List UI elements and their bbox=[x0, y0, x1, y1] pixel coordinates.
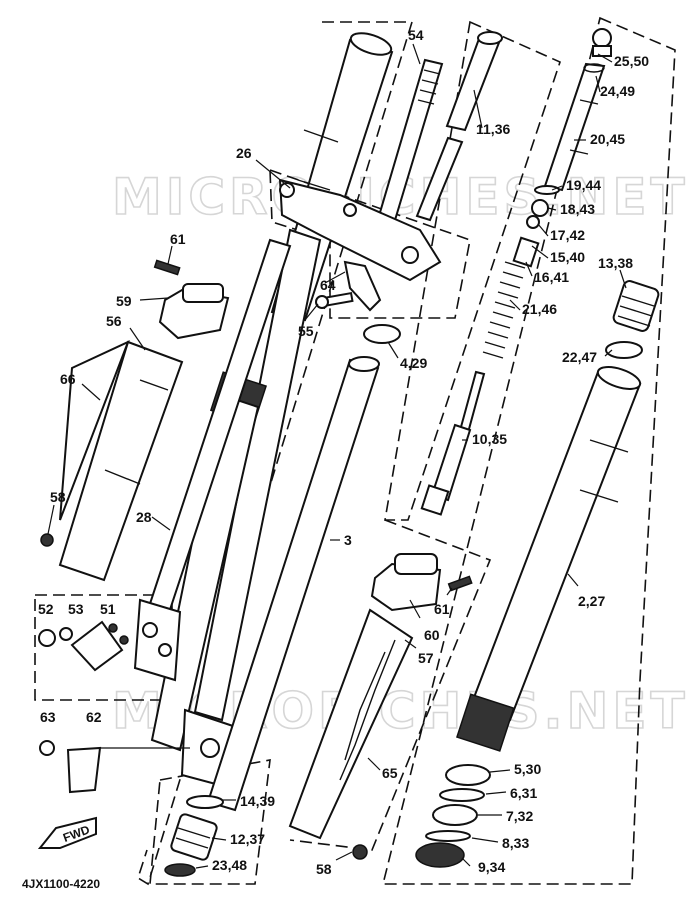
bolt-61-right bbox=[447, 575, 473, 592]
screw-58-bottom bbox=[352, 844, 368, 860]
label-52: 52 bbox=[38, 601, 54, 617]
nut-18-43 bbox=[531, 199, 549, 217]
fork-guard-57-65 bbox=[288, 608, 414, 840]
label-51: 51 bbox=[100, 601, 116, 617]
label-2-27: 2,27 bbox=[578, 593, 605, 609]
label-20-45: 20,45 bbox=[590, 131, 625, 147]
label-17-42: 17,42 bbox=[550, 227, 585, 243]
caliper-parts-52-53-51 bbox=[38, 620, 129, 672]
label-58-bottom: 58 bbox=[316, 861, 332, 877]
label-16-41: 16,41 bbox=[534, 269, 569, 285]
label-21-46: 21,46 bbox=[522, 301, 557, 317]
cartridge-tube-11-36 bbox=[415, 31, 503, 222]
label-65: 65 bbox=[382, 765, 398, 781]
drawing-code: 4JX1100-4220 bbox=[22, 877, 100, 891]
label-25-50: 25,50 bbox=[614, 53, 649, 69]
ring-14-39 bbox=[186, 795, 224, 809]
label-57: 57 bbox=[418, 650, 434, 666]
rod-24-49-20-45 bbox=[543, 62, 606, 192]
inner-tube-3 bbox=[206, 356, 380, 812]
label-12-37: 12,37 bbox=[230, 831, 265, 847]
label-4-29: 4,29 bbox=[400, 355, 427, 371]
label-66: 66 bbox=[60, 371, 76, 387]
label-19-44: 19,44 bbox=[566, 177, 601, 193]
label-15-40: 15,40 bbox=[550, 249, 585, 265]
cap-bolt-25-50 bbox=[592, 28, 612, 57]
label-13-38: 13,38 bbox=[598, 255, 633, 271]
label-61-right: 61 bbox=[434, 601, 450, 617]
label-9-34: 9,34 bbox=[478, 859, 505, 875]
label-54: 54 bbox=[408, 27, 424, 43]
top-cap-13-38 bbox=[612, 280, 660, 332]
bushing-7-32 bbox=[432, 804, 478, 826]
spring-12-37 bbox=[170, 813, 218, 861]
label-10-35: 10,35 bbox=[472, 431, 507, 447]
screw-58-left bbox=[40, 533, 54, 547]
washer-4-29 bbox=[363, 324, 401, 344]
washer-17-42 bbox=[526, 215, 540, 229]
fork-guard-56-66 bbox=[58, 340, 184, 582]
cartridge-boundary bbox=[384, 20, 561, 521]
fwd-arrow: FWD bbox=[37, 816, 97, 849]
label-28: 28 bbox=[136, 509, 152, 525]
label-58-left: 58 bbox=[50, 489, 66, 505]
label-62: 62 bbox=[86, 709, 102, 725]
bracket-62 bbox=[66, 746, 102, 794]
label-59: 59 bbox=[116, 293, 132, 309]
label-24-49: 24,49 bbox=[600, 83, 635, 99]
under-bracket-26 bbox=[278, 178, 442, 282]
label-5-30: 5,30 bbox=[514, 761, 541, 777]
label-8-33: 8,33 bbox=[502, 835, 529, 851]
label-53: 53 bbox=[68, 601, 84, 617]
leader-lines bbox=[47, 43, 627, 869]
right-fork-boundary bbox=[381, 16, 676, 885]
right-fork-leg-2-27 bbox=[456, 366, 642, 752]
label-23-48: 23,48 bbox=[212, 857, 247, 873]
seal-5-30 bbox=[445, 764, 491, 786]
ring-6-31 bbox=[439, 788, 485, 802]
label-63: 63 bbox=[40, 709, 56, 725]
part-labels: 54 26 11,36 25,50 24,49 20,45 19,44 18,4… bbox=[38, 27, 649, 877]
spring-21-46 bbox=[482, 261, 526, 359]
bolt-63 bbox=[39, 740, 55, 756]
bolt-61-left bbox=[153, 259, 181, 276]
clamp-60 bbox=[370, 553, 442, 612]
label-55: 55 bbox=[298, 323, 314, 339]
label-60: 60 bbox=[424, 627, 440, 643]
label-22-47: 22,47 bbox=[562, 349, 597, 365]
cartridge-rod-10-35 bbox=[420, 370, 486, 516]
left-fork-leg bbox=[150, 32, 394, 792]
label-18-43: 18,43 bbox=[560, 201, 595, 217]
clamp-59 bbox=[158, 283, 230, 340]
washer-8-33 bbox=[425, 830, 471, 842]
label-64: 64 bbox=[320, 277, 336, 293]
label-26: 26 bbox=[236, 145, 252, 161]
left-fork-boundary bbox=[137, 21, 414, 886]
clamp-boundary bbox=[269, 168, 471, 319]
cap-9-34 bbox=[415, 842, 465, 868]
label-14-39: 14,39 bbox=[240, 793, 275, 809]
left-inner-tube bbox=[133, 238, 292, 682]
bracket-64 bbox=[315, 260, 382, 312]
label-61-left: 61 bbox=[170, 231, 186, 247]
label-6-31: 6,31 bbox=[510, 785, 537, 801]
washer-23-48 bbox=[164, 863, 196, 877]
label-11-36: 11,36 bbox=[476, 121, 510, 137]
washer-22-47 bbox=[605, 341, 643, 359]
guard-right-boundary bbox=[289, 519, 492, 851]
label-56: 56 bbox=[106, 313, 122, 329]
ring-19-44 bbox=[534, 185, 560, 195]
label-7-32: 7,32 bbox=[506, 808, 533, 824]
label-3: 3 bbox=[344, 532, 352, 548]
spacer-16-41 bbox=[512, 236, 540, 268]
